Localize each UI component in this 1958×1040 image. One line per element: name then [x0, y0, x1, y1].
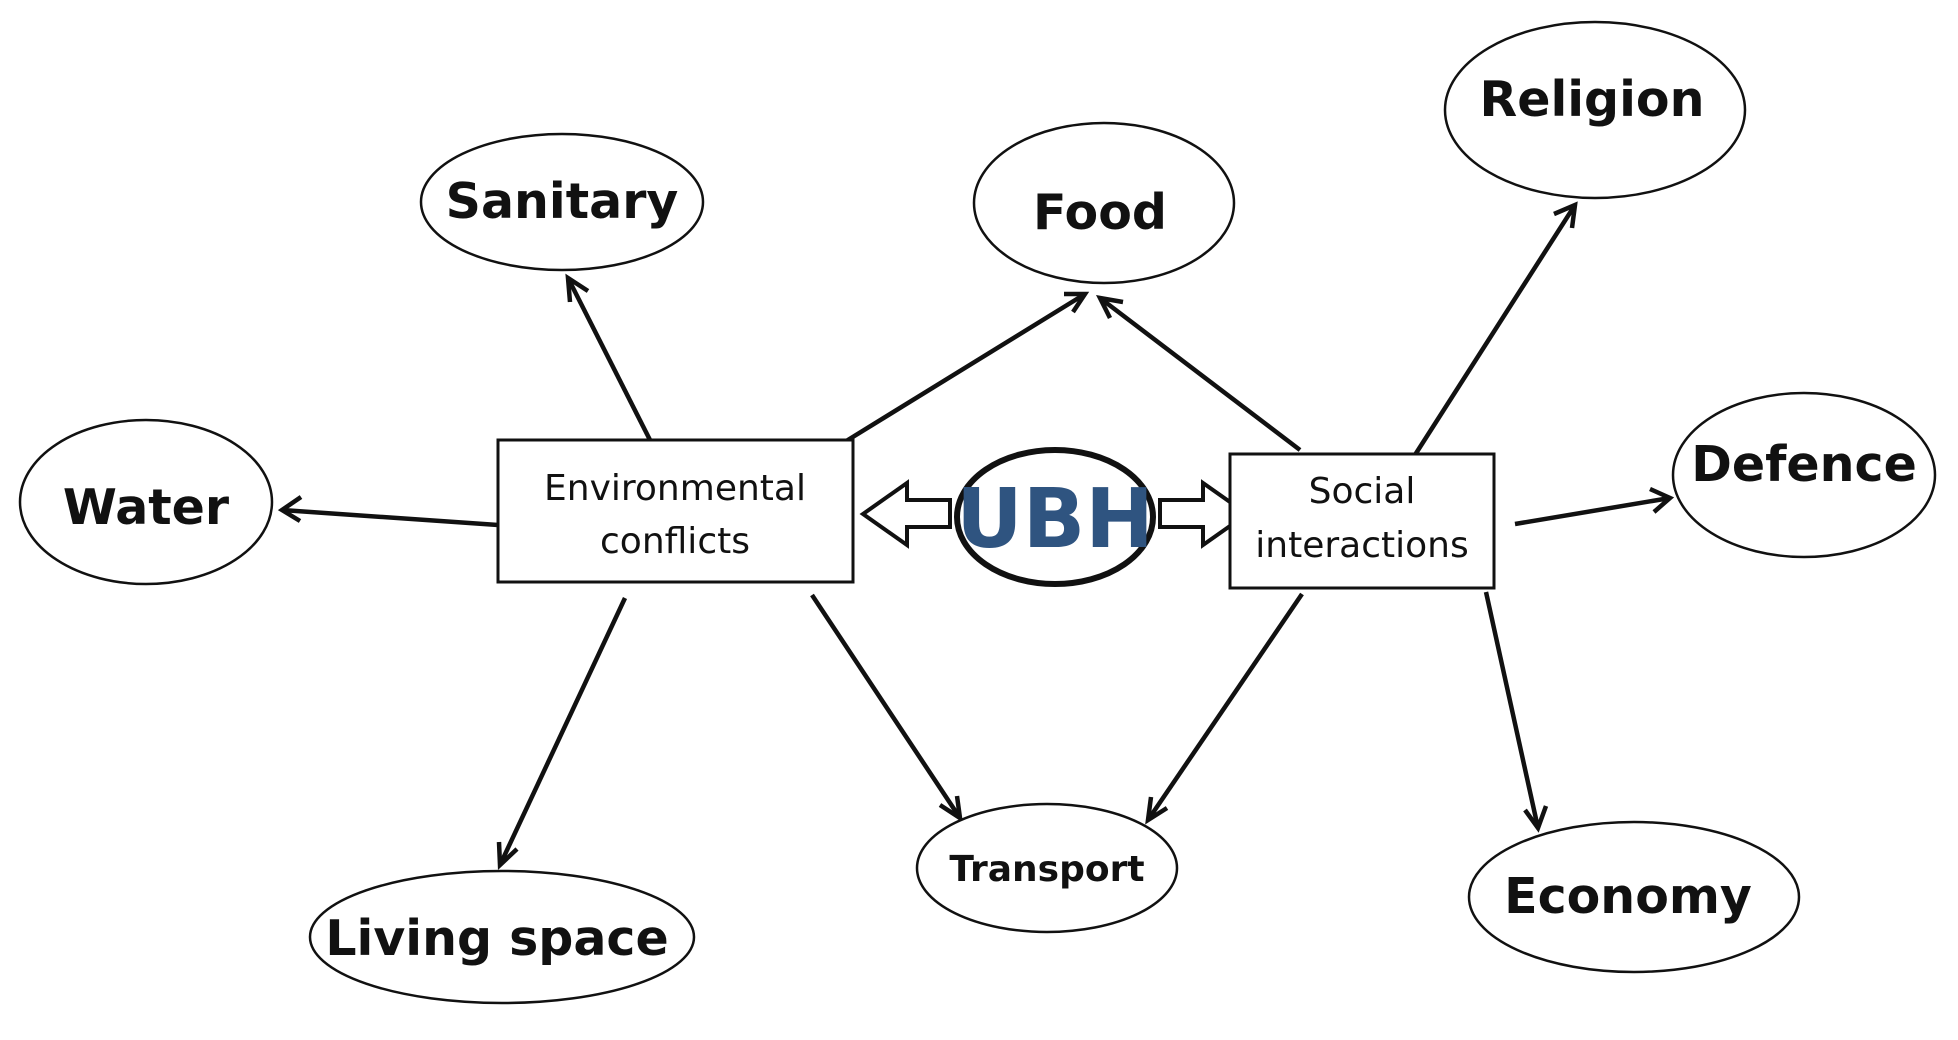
arrow-social-to-defence	[1514, 486, 1675, 527]
box-social-line-2: interactions	[1255, 525, 1468, 566]
arrow-social-to-food	[1095, 295, 1302, 452]
node-transport: Transport	[915, 802, 1179, 934]
arrow-environmental-to-water	[277, 495, 499, 528]
node-sanitary: Sanitary	[419, 132, 705, 272]
hollow-arrow-to-social	[1158, 479, 1251, 549]
node-living-space-label: Living space	[325, 910, 668, 967]
box-environmental-line-1: Environmental	[544, 468, 806, 509]
node-living-space: Living space	[308, 869, 696, 1005]
hub-label: UBH	[956, 472, 1154, 567]
node-religion: Religion	[1443, 20, 1747, 200]
box-environmental-conflicts: Environmental conflicts	[496, 438, 855, 584]
node-economy-label: Economy	[1504, 868, 1752, 925]
node-religion-label: Religion	[1480, 71, 1705, 128]
hollow-arrow-to-environmental	[859, 479, 952, 549]
node-food: Food	[972, 121, 1236, 285]
arrow-environmental-to-food	[841, 291, 1090, 445]
arrow-social-to-economy	[1483, 591, 1549, 833]
arrow-social-to-religion	[1411, 201, 1578, 460]
arrow-environmental-to-living-space	[496, 597, 628, 871]
hub-node-ubh: UBH	[954, 447, 1156, 587]
arrow-environmental-to-sanitary	[565, 273, 653, 442]
edges	[277, 201, 1675, 871]
arrow-environmental-to-transport	[810, 593, 963, 823]
node-food-label: Food	[1033, 184, 1167, 241]
node-transport-label: Transport	[949, 849, 1144, 890]
node-defence: Defence	[1671, 391, 1937, 559]
node-sanitary-label: Sanitary	[446, 173, 679, 230]
box-social-interactions: Social interactions	[1228, 452, 1496, 590]
node-water-label: Water	[63, 479, 230, 536]
node-economy: Economy	[1467, 820, 1801, 974]
box-social-line-1: Social	[1309, 471, 1416, 512]
arrow-social-to-transport	[1145, 592, 1304, 825]
node-defence-label: Defence	[1691, 436, 1917, 493]
box-environmental-line-2: conflicts	[600, 521, 750, 562]
node-water: Water	[18, 418, 274, 586]
